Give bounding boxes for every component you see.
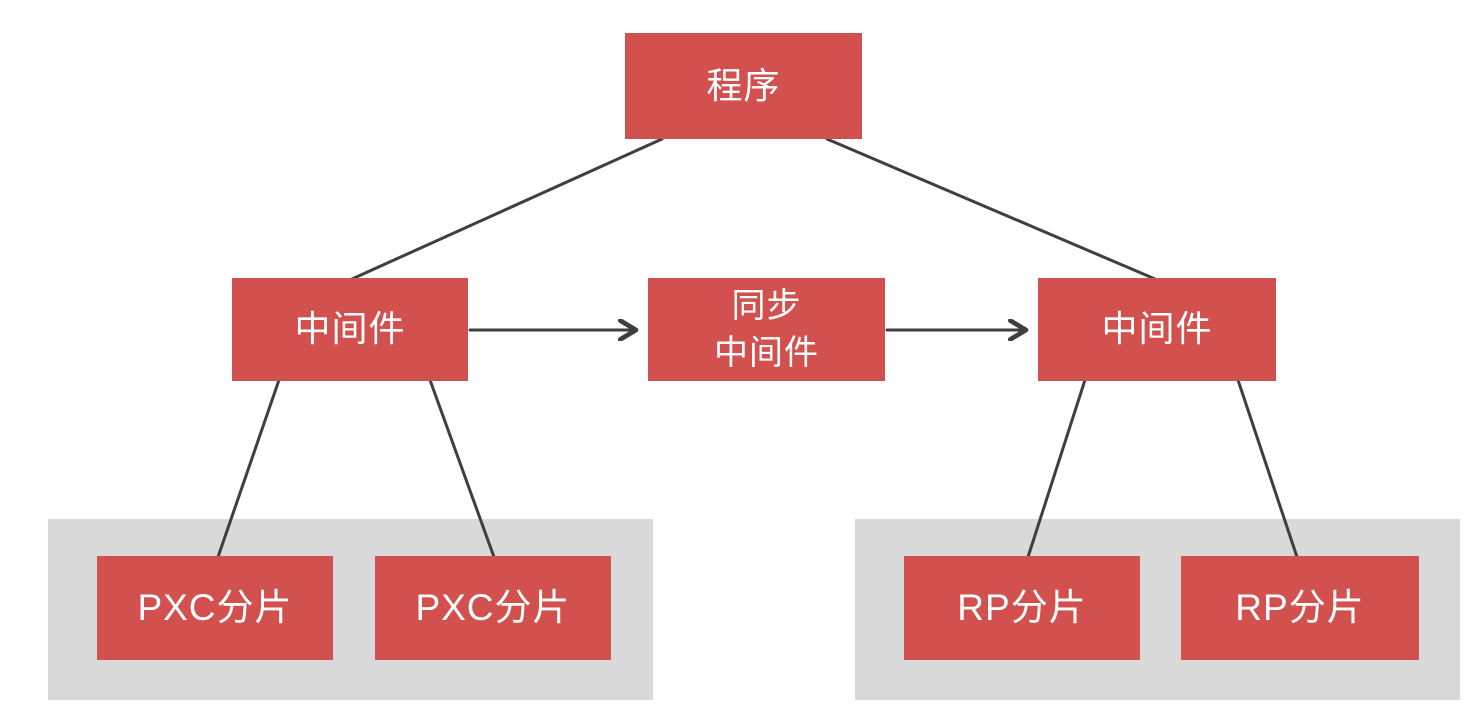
edge-middleware-right-to-rp-shard-2 [1236,378,1299,559]
node-middleware-left: 中间件 [232,278,468,381]
edge-middleware-right-to-rp-shard-1 [1026,378,1087,559]
node-pxc-shard-1: PXC分片 [97,556,333,660]
edge-program-to-middleware-left [350,137,664,281]
node-program: 程序 [625,33,862,139]
node-sync-middleware: 同步 中间件 [648,278,885,381]
edge-middleware-left-to-pxc-shard-1 [216,378,281,559]
node-pxc-shard-2: PXC分片 [375,556,611,660]
node-rp-shard-1: RP分片 [904,556,1140,660]
edge-program-to-middleware-right [825,137,1157,281]
node-middleware-right: 中间件 [1038,278,1276,381]
edge-middleware-left-to-pxc-shard-2 [428,378,496,559]
node-rp-shard-2: RP分片 [1181,556,1419,660]
